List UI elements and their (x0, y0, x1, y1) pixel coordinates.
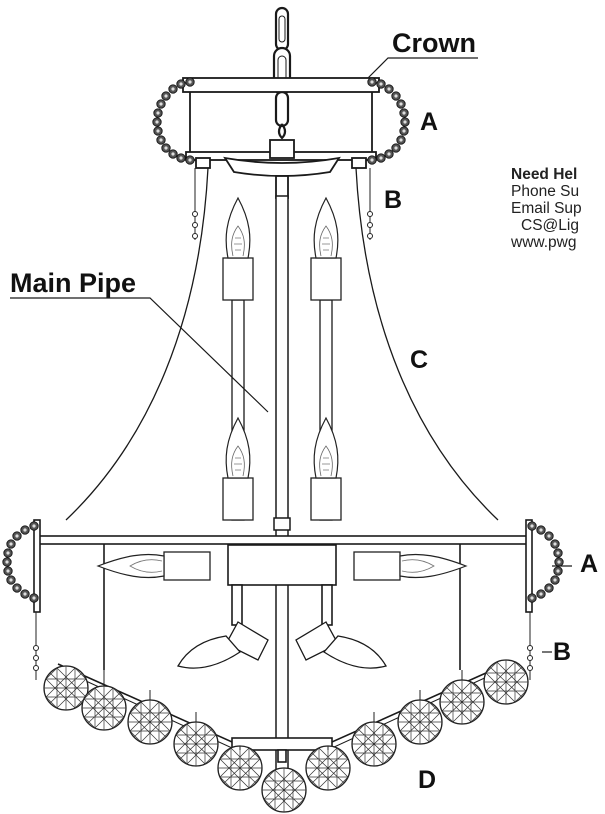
help-email-address[interactable]: CS@Lig (521, 217, 579, 234)
candle-middle-right (310, 417, 342, 521)
label-d: D (418, 766, 437, 794)
middle-frame (33, 519, 533, 670)
main-pipe-label: Main Pipe (10, 268, 137, 298)
leader-lines (10, 57, 572, 653)
label-a-bottom: A (580, 550, 599, 578)
side-bead-garland-left (2, 521, 39, 603)
label-c: C (410, 346, 429, 374)
crown (182, 77, 380, 199)
candle-upper-right (310, 197, 342, 301)
crown-label: Crown (392, 28, 476, 58)
help-heading: Need Hel (511, 166, 578, 183)
label-b-bottom: B (553, 638, 572, 666)
crystal-hangers (103, 670, 463, 750)
help-panel: Need Hel Phone Su Email Sup CS@Lig www.p… (511, 166, 605, 251)
side-pendant-drops (33, 612, 533, 680)
main-pipe (273, 195, 291, 797)
label-a-top: A (420, 108, 439, 136)
lower-candles (177, 621, 387, 669)
candle-side-left (97, 551, 211, 581)
help-website[interactable]: www.pwg (511, 234, 577, 251)
side-bead-garland-right (527, 521, 564, 603)
candle-middle-left (222, 417, 254, 521)
candle-side-right (353, 551, 467, 581)
hanging-chain (272, 6, 292, 140)
crown-pendant-drops (192, 168, 373, 240)
candle-upper-left (222, 197, 254, 301)
help-phone: Phone Su (511, 183, 580, 200)
label-b-top: B (384, 186, 403, 214)
drapery-lines (65, 167, 499, 521)
help-email: Email Sup (511, 200, 582, 217)
